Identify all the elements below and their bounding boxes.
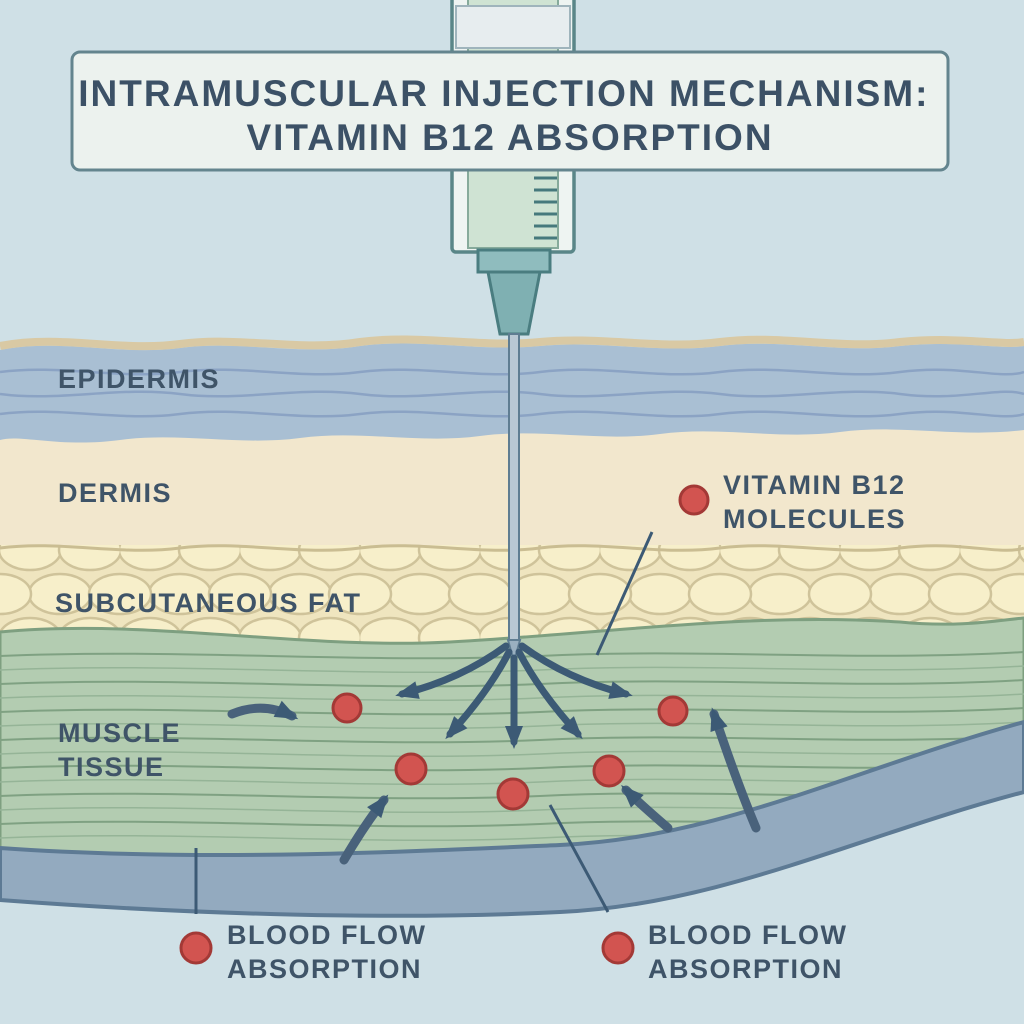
b12-label-line1: VITAMIN B12 — [723, 470, 906, 500]
dispersion-arrow — [515, 648, 583, 740]
blood-flow-arrows — [227, 700, 761, 865]
blood-left-line2: ABSORPTION — [227, 954, 422, 984]
flow-arrow-up-mid — [621, 785, 673, 833]
needle-hub — [486, 270, 542, 336]
flow-arrow-left — [227, 700, 299, 721]
b12-molecule — [496, 777, 530, 811]
dispersion-arrow — [518, 642, 633, 699]
epidermis-texture-line — [0, 368, 1024, 376]
dispersion-arrows — [395, 642, 633, 749]
blood-vessel — [0, 719, 1024, 918]
title-line1: INTRAMUSCULAR INJECTION MECHANISM: — [78, 73, 929, 114]
label-blood-flow-left: BLOOD FLOW ABSORPTION — [227, 920, 435, 984]
label-subcutaneous-fat: SUBCUTANEOUS FAT — [55, 588, 362, 618]
syringe-collar — [476, 248, 552, 274]
label-dermis: DERMIS — [58, 478, 172, 508]
label-muscle-line1: MUSCLE — [58, 718, 181, 748]
b12-molecule — [657, 695, 689, 727]
b12-label-line2: MOLECULES — [723, 504, 906, 534]
blood-left-legend-dot — [179, 931, 213, 965]
blood-right-line1: BLOOD FLOW — [648, 920, 847, 950]
blood-right-legend-dot — [601, 931, 635, 965]
b12-molecules — [331, 692, 689, 811]
b12-legend-dot — [678, 484, 710, 516]
epidermis-texture-line — [0, 410, 1024, 418]
page-title: INTRAMUSCULAR INJECTION MECHANISM: VITAM… — [78, 73, 941, 158]
b12-leader-line — [595, 531, 654, 656]
skin-surface-line — [0, 335, 1024, 351]
title-box-frame — [70, 50, 950, 172]
blood-left-line1: BLOOD FLOW — [227, 920, 426, 950]
blood-right-leader-line — [548, 804, 610, 913]
flow-arrow-up-right — [709, 707, 761, 833]
label-muscle-line2: TISSUE — [58, 752, 165, 782]
plunger-seal — [455, 5, 571, 49]
b12-molecule — [331, 692, 363, 724]
dispersion-arrow — [395, 642, 510, 699]
needle-shaft — [508, 333, 520, 643]
title-box: INTRAMUSCULAR INJECTION MECHANISM: VITAM… — [70, 50, 950, 172]
dispersion-arrow — [445, 648, 513, 740]
label-vitamin-b12: VITAMIN B12 MOLECULES — [723, 470, 915, 534]
blood-right-line2: ABSORPTION — [648, 954, 843, 984]
leader-lines — [194, 531, 654, 914]
label-epidermis: EPIDERMIS — [58, 364, 220, 394]
fat-top-edge — [0, 544, 1024, 552]
label-muscle-tissue: MUSCLE TISSUE — [58, 718, 190, 782]
graduation-marks — [534, 176, 557, 240]
epidermis-texture-line — [0, 390, 1024, 398]
flow-arrow-up-left — [339, 794, 389, 865]
label-blood-flow-right: BLOOD FLOW ABSORPTION — [648, 920, 856, 984]
b12-molecule — [592, 754, 626, 788]
b12-molecule — [394, 752, 428, 786]
title-line2: VITAMIN B12 ABSORPTION — [246, 117, 773, 158]
